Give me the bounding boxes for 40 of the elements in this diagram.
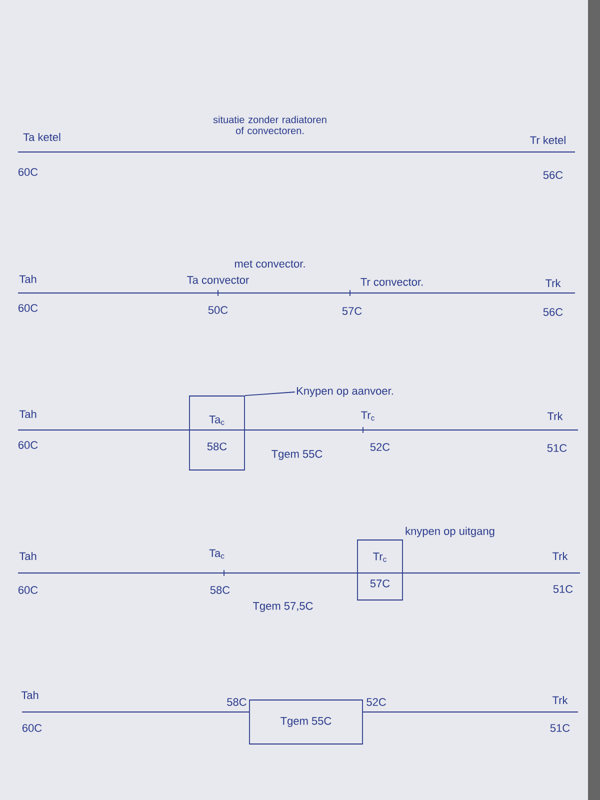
label-text: Tgem 57,5C xyxy=(253,602,313,612)
label-text: Tah xyxy=(19,552,36,560)
label-text: 52C xyxy=(366,698,386,706)
label-text: Trk xyxy=(548,412,563,420)
label-text: 60C xyxy=(18,304,38,312)
label-text: 51C xyxy=(553,585,573,593)
label-text: Tr ketel xyxy=(530,136,566,144)
label-text: Tr$_{c}$ xyxy=(361,411,374,421)
label-text: Ta convector xyxy=(187,276,249,284)
label-text: Tah xyxy=(21,690,38,700)
label-text: 60C xyxy=(18,168,38,176)
label-text: Ta ketel xyxy=(23,132,60,142)
label-text: 51C xyxy=(547,444,567,452)
label-text: Tah xyxy=(19,410,36,418)
label-text: Trk xyxy=(552,552,568,560)
label-text: Tgem 55C xyxy=(272,450,322,460)
label-text: Tr convector. xyxy=(360,278,423,286)
label-text: 56C xyxy=(543,171,563,179)
valve-box: Tr$_{c}$ 57C xyxy=(357,540,403,600)
note-text: knypen op uitgang xyxy=(406,526,494,538)
valve-box: Tgem 55C xyxy=(249,700,363,744)
valve-box: Ta$_{c}$ 58C xyxy=(189,396,245,470)
label-text: 56C xyxy=(543,308,563,316)
leader-line xyxy=(244,392,296,396)
note-text: Knypen op aanvoer. xyxy=(296,387,393,397)
label-text: 58C xyxy=(210,586,230,594)
label-text: 58C xyxy=(227,698,246,706)
label-text: 60C xyxy=(22,724,42,732)
label-text: 60C xyxy=(18,441,38,449)
label-text: Trk xyxy=(552,696,568,704)
label-text: met convector. xyxy=(234,260,305,268)
label-text: Trk xyxy=(546,279,561,287)
label-text: situatie zonder radiatoren of convectoren. xyxy=(213,116,326,134)
label-text: 50C xyxy=(208,306,228,314)
label-text: 51C xyxy=(550,724,570,732)
label-text: 57C xyxy=(342,307,362,315)
label-text: Ta$_{c}$ xyxy=(209,549,224,559)
label-text: 52C xyxy=(370,443,390,451)
label-text: Tah xyxy=(19,274,36,284)
label-text: 60C xyxy=(18,586,38,594)
